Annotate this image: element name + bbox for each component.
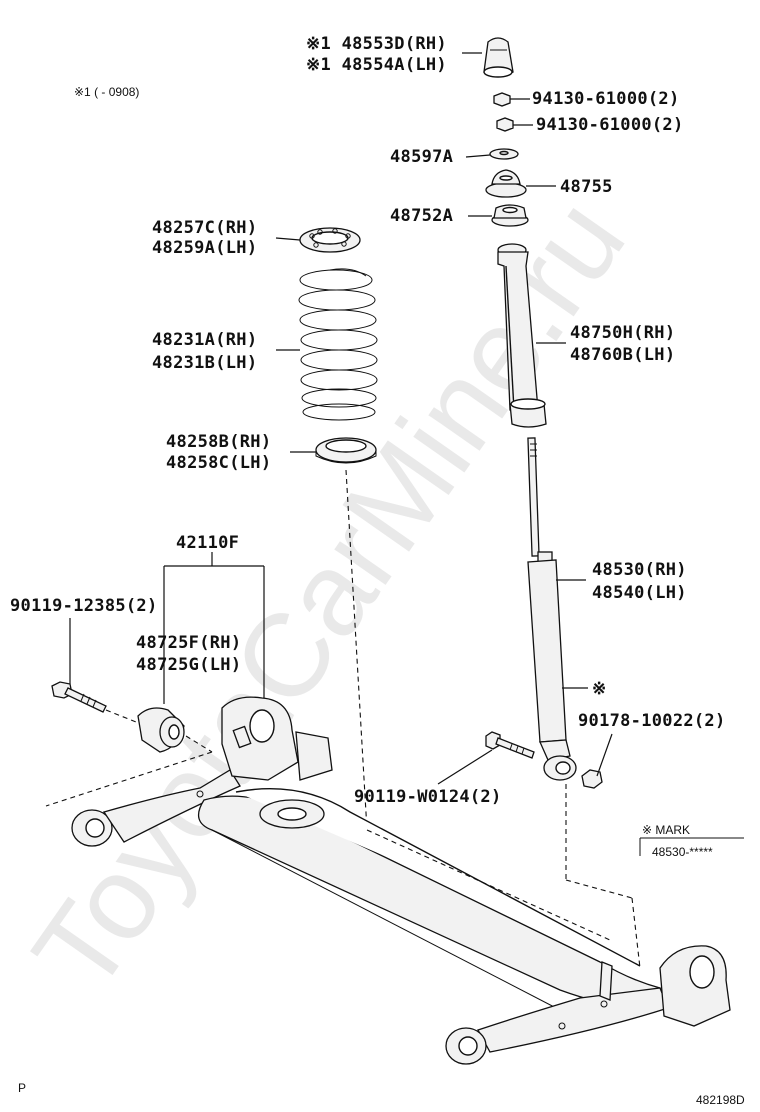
mark-title: ※ MARK [642, 823, 690, 837]
coil-spring-illustration [298, 268, 378, 421]
bump-stopper-illustration [483, 37, 514, 78]
part-label: 48259A(LH) [152, 238, 257, 258]
part-label: 48597A [390, 147, 453, 167]
lower-insulator-illustration [315, 437, 377, 464]
part-label: 90119-W0124(2) [354, 787, 502, 807]
part-label: 48257C(RH) [152, 218, 257, 238]
support-cushion-illustration [485, 169, 527, 198]
part-label: 48258C(LH) [166, 453, 271, 473]
washer-illustration [489, 148, 519, 160]
diagram-code: 482198D [696, 1093, 745, 1107]
assembly-dashed-line [565, 879, 633, 899]
part-label: ※1 48554A(LH) [306, 55, 447, 75]
part-label: 94130-61000(2) [536, 115, 684, 135]
part-label: 48752A [390, 206, 453, 226]
shock-absorber-illustration [527, 437, 577, 781]
leader-line [275, 237, 301, 241]
part-label: 48750H(RH) [570, 323, 675, 343]
bushing-illustration [137, 707, 185, 753]
mark-value: 48530-***** [652, 845, 713, 859]
leader-line [596, 733, 613, 777]
nut-illustration [493, 92, 514, 132]
part-label: 48540(LH) [592, 583, 687, 603]
part-label: 48755 [560, 177, 613, 197]
mark-reference: ※ [592, 679, 607, 699]
bolt-illustration [51, 681, 107, 713]
part-label: 90178-10022(2) [578, 711, 726, 731]
bolt-illustration [485, 731, 535, 759]
assembly-dashed-line [45, 751, 213, 807]
corner-label: P [18, 1081, 26, 1095]
shock-support-illustration [491, 204, 529, 227]
assembly-dashed-line [105, 709, 137, 723]
assembly-dashed-line [345, 469, 368, 831]
axle-beam-illustration [71, 696, 731, 1065]
leader-line [437, 749, 493, 785]
part-label: 48725F(RH) [136, 633, 241, 653]
part-label: 90119-12385(2) [10, 596, 158, 616]
part-label: ※1 48553D(RH) [306, 34, 447, 54]
part-label: 48231A(RH) [152, 330, 257, 350]
upper-insulator-illustration [299, 227, 361, 253]
part-label: 48231B(LH) [152, 353, 257, 373]
footnote-note: ※1 ( - 0908) [74, 85, 139, 99]
assembly-dashed-line [631, 897, 641, 969]
part-label: 48725G(LH) [136, 655, 241, 675]
part-label: 48530(RH) [592, 560, 687, 580]
nut-illustration [581, 769, 603, 789]
part-label: 42110F [176, 533, 239, 553]
part-label: 94130-61000(2) [532, 89, 680, 109]
dust-boot-illustration [497, 243, 547, 428]
leader-line [465, 154, 491, 158]
part-label: 48258B(RH) [166, 432, 271, 452]
part-label: 48760B(LH) [570, 345, 675, 365]
